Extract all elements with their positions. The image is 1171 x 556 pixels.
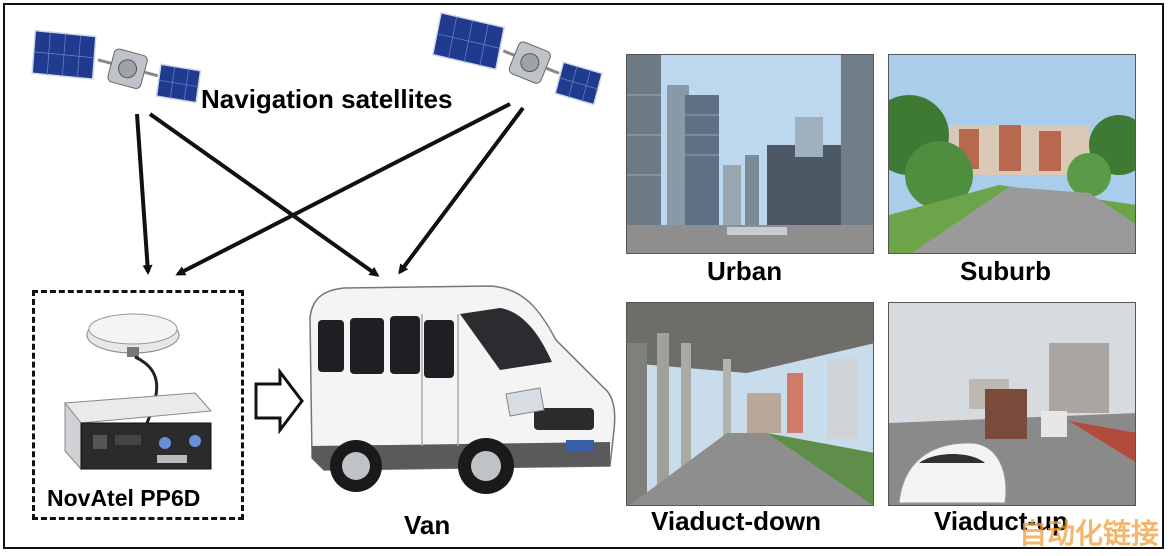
satellite-icon: [431, 11, 603, 106]
suburb-photo: [888, 54, 1136, 254]
satellite-left: [18, 22, 208, 122]
figure-frame: [3, 3, 1164, 549]
arrow-sat2-receiver: [175, 102, 511, 276]
suburb-label: Suburb: [960, 256, 1051, 286]
urban-photo: [626, 54, 874, 254]
arrow-sat1-receiver: [135, 113, 153, 275]
satellites-label: Navigation satellites: [201, 84, 453, 114]
van-icon: [309, 285, 616, 494]
viaduct-up-photo: [888, 302, 1136, 506]
hollow-right-arrow-icon: [254, 367, 304, 435]
van-label: Van: [404, 510, 451, 540]
arrow-sat2-van: [398, 106, 525, 275]
receiver-label: NovAtel PP6D: [47, 485, 201, 511]
satellite-right: [420, 11, 610, 117]
watermark: 自动化链接: [1018, 517, 1159, 550]
receiver-icon: [64, 313, 213, 471]
viaduct-down-photo: [626, 302, 874, 506]
satellite-icon: [31, 29, 202, 104]
viaduct-down-label: Viaduct-down: [651, 506, 821, 536]
arrow-sat1-van: [148, 112, 380, 277]
receiver-box: NovAtel PP6D: [32, 290, 244, 520]
viaduct-up-label: Viaduct-up: [934, 506, 1068, 536]
urban-label: Urban: [707, 256, 783, 286]
